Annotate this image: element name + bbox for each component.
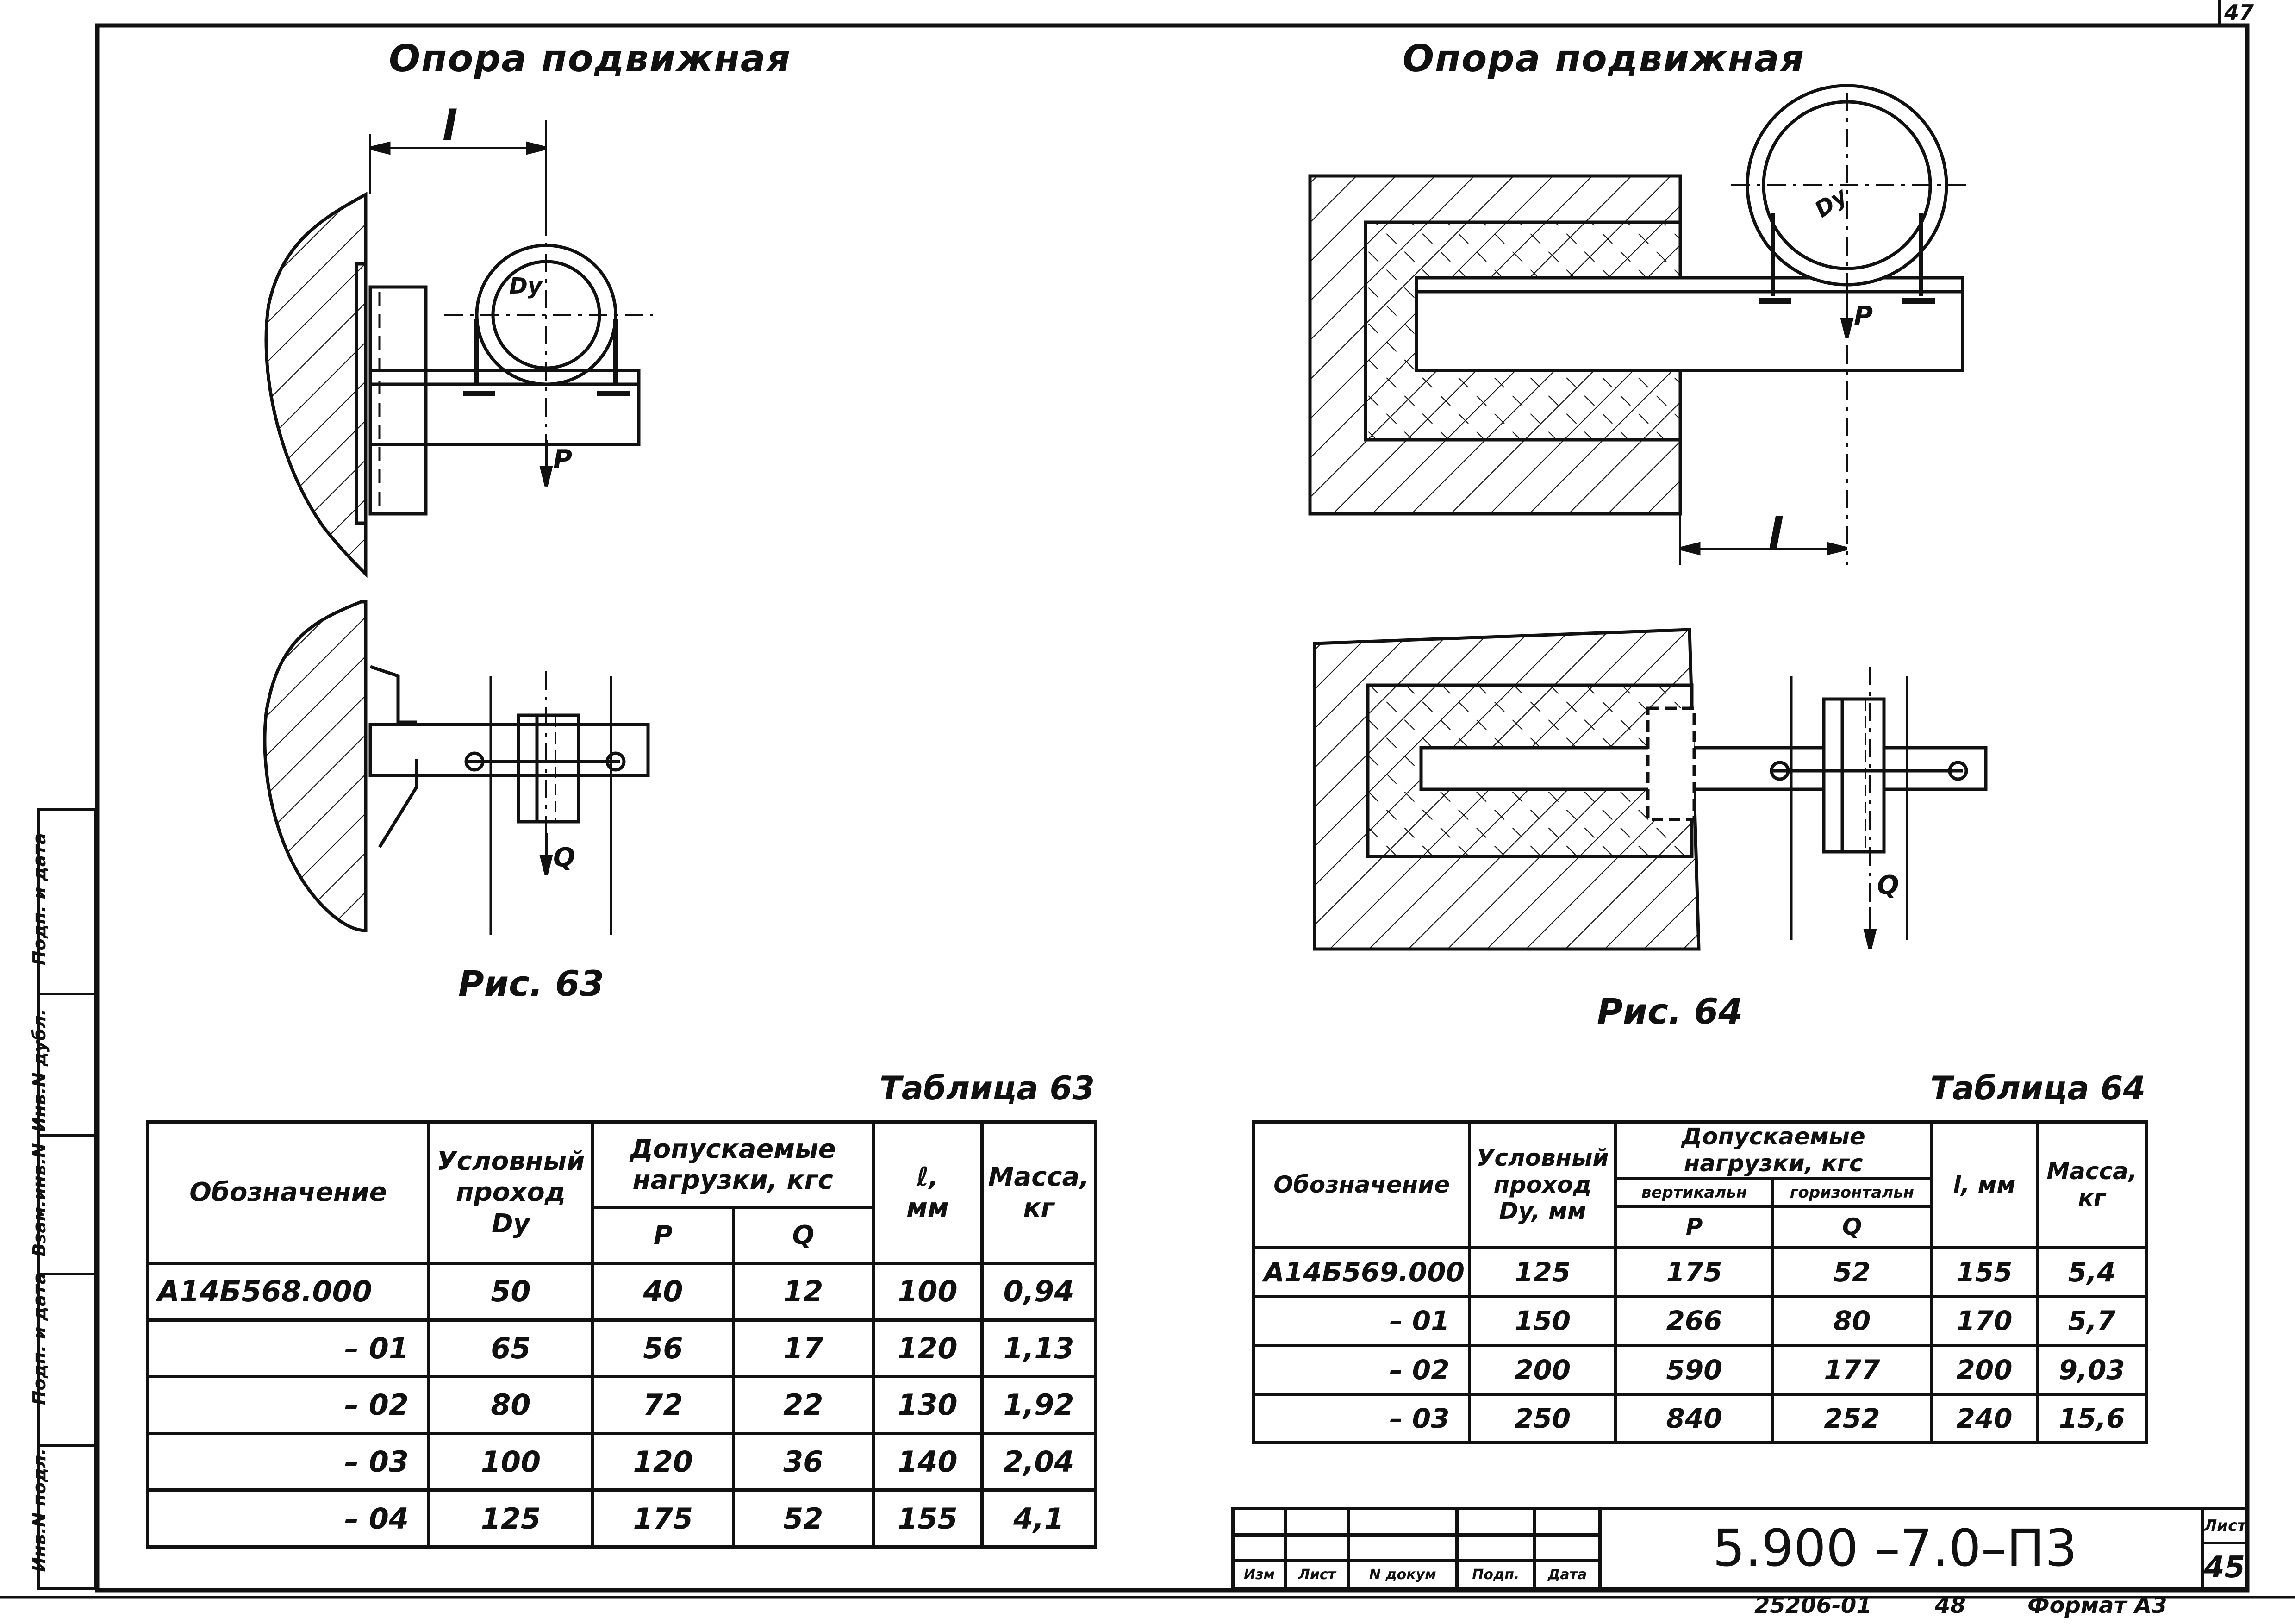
side-stamp-inv-dubl: Инв.N дубл. xyxy=(29,1009,50,1132)
fig64-dim-l: l xyxy=(1768,509,1783,558)
sheet-corner-number: 47 xyxy=(2224,0,2254,25)
fig64-p-label: P xyxy=(1854,301,1873,331)
table64-caption: Таблица 64 xyxy=(1930,1069,2146,1107)
fig64-plan xyxy=(1313,628,1988,954)
t63-h-mass: Масса,кг xyxy=(980,1120,1097,1265)
fig63-p-label: P xyxy=(553,444,573,475)
footer-number: 48 xyxy=(1935,1593,1966,1618)
side-stamp-cell xyxy=(37,1273,97,1447)
tb-col-data: Дата xyxy=(1533,1559,1602,1590)
footer-code: 25206-01 xyxy=(1754,1593,1872,1618)
sheet-label: Лист xyxy=(2204,1510,2246,1544)
t64-h-horizontal: горизонтальн xyxy=(1771,1177,1933,1208)
side-stamp-cell xyxy=(37,993,97,1137)
tb-col-ndoc: N докум xyxy=(1347,1559,1459,1590)
title-block-revisions: Изм Лист N докум Подп. Дата xyxy=(1231,1507,1602,1590)
footer-format: Формат А3 xyxy=(2027,1593,2167,1618)
tb-col-list: Лист xyxy=(1284,1559,1350,1590)
t64-h-vertical: вертикальн xyxy=(1614,1177,1775,1208)
side-stamp-inv-podl: Инв.N подл. xyxy=(29,1448,50,1572)
fig64-title: Опора подвижная xyxy=(1403,37,1805,80)
table63-caption: Таблица 63 xyxy=(879,1069,1095,1107)
t64-h-mass: Масса,кг xyxy=(2036,1120,2148,1249)
tb-col-izm: Изм xyxy=(1231,1559,1288,1590)
side-stamp-cell xyxy=(37,1134,97,1275)
document-code: 5.900 –7.0–П3 xyxy=(1713,1518,2077,1578)
sheet-number: 45 xyxy=(2204,1550,2245,1585)
t63-h-q: Q xyxy=(731,1206,875,1265)
t64-h-designation: Обозначение xyxy=(1252,1120,1472,1249)
t63-h-loads: Допускаемые нагрузки, кгс xyxy=(591,1120,875,1209)
t64-h-l: l, мм xyxy=(1929,1120,2039,1249)
fig63-dy-label: Dy xyxy=(509,273,543,299)
side-stamp xyxy=(37,808,97,1590)
side-stamp-cell xyxy=(37,808,97,995)
t63-h-p: P xyxy=(591,1206,735,1265)
fig63-title: Опора подвижная xyxy=(389,37,792,80)
t63-h-designation: Обозначение xyxy=(145,1120,431,1265)
fig63-elevation xyxy=(264,120,653,578)
t64-h-p: P xyxy=(1614,1205,1775,1249)
t63-h-l: ℓ,мм xyxy=(871,1120,984,1265)
t64-h-q: Q xyxy=(1771,1205,1933,1249)
fig63-caption: Рис. 63 xyxy=(458,963,605,1004)
fig64-caption: Рис. 64 xyxy=(1597,991,1743,1032)
title-block-sheet-cell: Лист 45 xyxy=(2201,1507,2247,1590)
fig63-plan xyxy=(263,600,650,935)
fig63-dim-l: l xyxy=(442,102,456,150)
tb-col-podp: Подп. xyxy=(1455,1559,1536,1590)
side-stamp-podp-2: Подп. и дата xyxy=(29,832,50,966)
fig64-elevation xyxy=(1308,84,1967,565)
side-stamp-cells xyxy=(37,808,97,1590)
fig64-q-label: Q xyxy=(1877,870,1899,900)
fig63-q-label: Q xyxy=(553,843,575,873)
